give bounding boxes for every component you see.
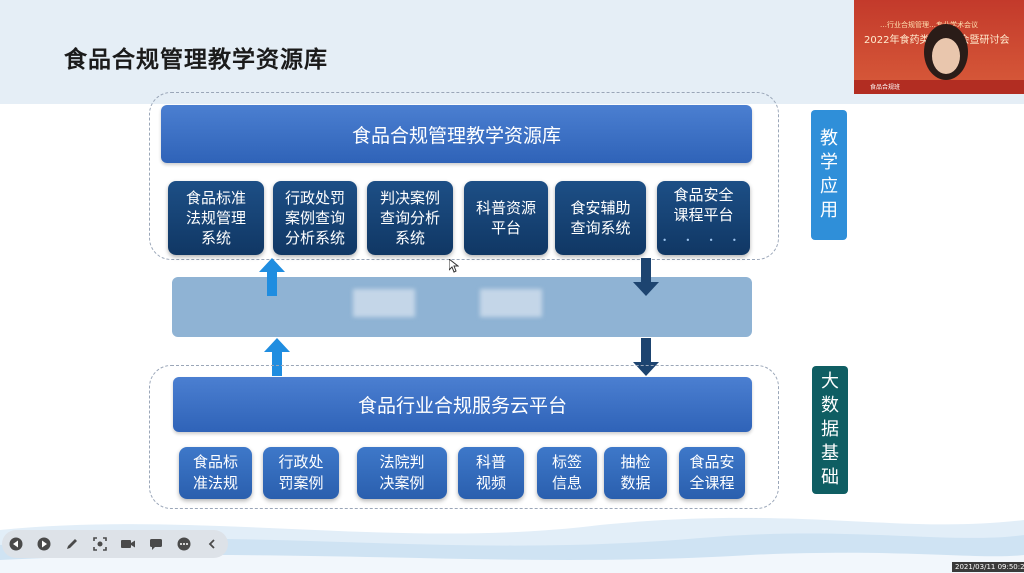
system-box-safety-query[interactable]: 食安辅助 查询系统 [555,181,646,255]
more-icon[interactable] [170,530,198,558]
data-box-label: 标签 信息 [551,453,582,492]
pen-icon[interactable] [58,530,86,558]
data-box-science-video[interactable]: 科普 视频 [458,447,524,499]
data-box-label: 食品标 准法规 [192,453,238,492]
next-icon[interactable] [30,530,58,558]
side-label-text: 大 数 据 基 础 [821,371,839,488]
data-box-inspection-data[interactable]: 抽检 数据 [604,447,667,499]
data-box-penalty-cases[interactable]: 行政处 罚案例 [263,447,339,499]
blurred-region [353,289,415,317]
data-box-label: 食品安 全课程 [689,453,735,492]
arrow-down-icon [633,258,659,296]
camera-icon[interactable] [114,530,142,558]
slide-title: 食品合规管理教学资源库 [64,47,328,73]
collapse-icon[interactable] [198,530,226,558]
system-box-label: 判决案例 查询分析 系统 [379,189,440,247]
side-label-text: 教 学 应 用 [820,128,838,221]
bottom-group-frame [149,365,779,509]
system-box-court-cases[interactable]: 判决案例 查询分析 系统 [367,181,453,255]
slide-header-band [0,0,1024,104]
data-box-label: 科普 视频 [475,453,506,492]
presentation-toolbar [2,530,228,558]
timestamp: 2021/03/11 09:50:21 [952,562,1024,572]
system-box-label: 食品标准 法规管理 系统 [185,189,246,247]
presenter-video[interactable]: …行业合规管理…专业学术会议 2022年食药类……年会暨研讨会 食品合规班 [854,0,1024,94]
speaker-name: 食品合规班 [870,84,901,91]
data-box-court-cases[interactable]: 法院判 决案例 [357,447,447,499]
system-box-label: 食安辅助 查询系统 [570,199,631,237]
bottom-bar-cloud-platform: 食品行业合规服务云平台 [173,377,752,432]
system-box-standards[interactable]: 食品标准 法规管理 系统 [168,181,264,255]
system-box-label: 科普资源 平台 [475,199,536,237]
data-box-label-info[interactable]: 标签 信息 [537,447,597,499]
system-box-penalty-cases[interactable]: 行政处罚 案例查询 分析系统 [273,181,357,255]
video-name-strip [854,80,1024,94]
data-box-label: 抽检 数据 [620,453,651,492]
data-box-standards[interactable]: 食品标 准法规 [179,447,252,499]
system-box-label: 行政处罚 案例查询 分析系统 [284,189,345,247]
data-box-label: 行政处 罚案例 [278,453,324,492]
system-box-course-platform[interactable]: 食品安全 课程平台 • • • • [657,181,750,255]
arrow-up-icon [259,258,285,296]
ellipsis-dots: • • • • [662,236,745,245]
side-label-teaching-application: 教 学 应 用 [811,110,847,240]
blurred-region [480,289,542,317]
top-bar-resource-library: 食品合规管理教学资源库 [161,105,752,163]
system-box-label: 食品安全 课程平台 [673,186,734,224]
data-box-label: 法院判 决案例 [379,453,425,492]
video-banner-small: …行业合规管理…专业学术会议 [880,21,978,29]
arrow-up-icon [264,338,290,376]
prev-icon[interactable] [2,530,30,558]
arrow-down-icon [633,338,659,376]
decorative-wave [0,517,1024,573]
top-group-frame [149,92,779,260]
screenshot-icon[interactable] [86,530,114,558]
mouse-cursor-icon [449,259,459,273]
side-label-bigdata-foundation: 大 数 据 基 础 [812,366,848,494]
data-box-safety-course[interactable]: 食品安 全课程 [679,447,745,499]
chat-icon[interactable] [142,530,170,558]
system-box-science-platform[interactable]: 科普资源 平台 [464,181,548,255]
